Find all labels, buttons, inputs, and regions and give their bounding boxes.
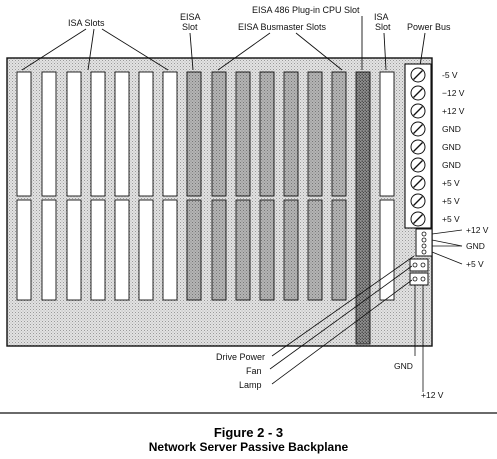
eisa-busmaster-slot-3-lower — [259, 199, 275, 301]
eisa-busmaster-slot-2-lower — [235, 199, 251, 301]
screw-terminal-4 — [410, 121, 426, 137]
fan-connector — [409, 258, 429, 272]
cpu-slot-label: EISA 486 Plug-in CPU Slot — [252, 5, 360, 15]
isa-slot-7-lower — [162, 199, 178, 301]
pin-label-2: −12 V — [442, 88, 465, 98]
eisa-busmaster-slot-group — [211, 71, 347, 301]
isa-end-slot-upper — [379, 71, 395, 197]
screw-terminal-1 — [410, 67, 426, 83]
isa-slot-4-lower — [90, 199, 106, 301]
isa-slot-5-upper — [114, 71, 130, 197]
figure-number: Figure 2 - 3 — [213, 425, 284, 440]
bottom-leader-lines — [269, 255, 424, 392]
eisa-busmaster-slot-1-lower — [211, 199, 227, 301]
eisa-busmaster-slot-1-upper — [211, 71, 227, 197]
eisa-busmaster-slot-4-lower — [283, 199, 299, 301]
eisa-slot-upper — [186, 71, 202, 197]
isa-slot-6-lower — [138, 199, 154, 301]
pin-label-1: -5 V — [442, 70, 458, 80]
lamp-label: Lamp — [239, 380, 262, 390]
pin-label-3: +12 V — [442, 106, 465, 116]
screw-terminal-7 — [410, 175, 426, 191]
isa-slot-2-upper — [41, 71, 57, 197]
screw-terminal-6 — [410, 157, 426, 173]
lamp-connector — [409, 272, 429, 286]
pin-label-4: GND — [442, 124, 461, 134]
eisa-slot-label-line2: Slot — [182, 22, 198, 32]
isa-slot-3-upper — [66, 71, 82, 197]
fan-gnd-label: GND — [394, 361, 413, 371]
figure-title: Network Server Passive Backplane — [148, 440, 349, 454]
eisa-busmaster-slots-label: EISA Busmaster Slots — [238, 22, 327, 32]
isa-slot-6-upper — [138, 71, 154, 197]
top-leader-lines — [21, 16, 426, 71]
isa-slot-5-lower — [114, 199, 130, 301]
screw-terminal-2 — [410, 85, 426, 101]
power-bus-label: Power Bus — [407, 22, 451, 32]
screw-terminal-8 — [410, 193, 426, 209]
fan-label: Fan — [246, 366, 262, 376]
power-bus-screws — [410, 67, 426, 227]
isa-slot-label-line1: ISA — [374, 12, 389, 22]
screw-terminal-9 — [410, 211, 426, 227]
isa-end-slot-lower — [379, 199, 395, 301]
eisa-busmaster-slot-6-lower — [331, 199, 347, 301]
eisa-slot-group — [186, 71, 202, 301]
drive-power-connector — [415, 228, 433, 257]
eisa-busmaster-slot-5-upper — [307, 71, 323, 197]
isa-slot-1-lower — [16, 199, 32, 301]
pin-label-8: +5 V — [442, 196, 460, 206]
isa-slot-1-upper — [16, 71, 32, 197]
screw-terminal-3 — [410, 103, 426, 119]
eisa-busmaster-slot-6-upper — [331, 71, 347, 197]
isa-slot-4-upper — [90, 71, 106, 197]
fan-12v-label: +12 V — [421, 390, 444, 400]
isa-slot-7-upper — [162, 71, 178, 197]
isa-slots-label: ISA Slots — [68, 18, 105, 28]
cpu-slot — [355, 71, 371, 345]
power-bus-labels: -5 V −12 V +12 V GND GND GND +5 V +5 V +… — [442, 70, 465, 224]
isa-end-slot-group — [379, 71, 395, 301]
connector-label-gnd: GND — [466, 241, 485, 251]
isa-slot-group — [16, 71, 178, 301]
isa-slot-3-lower — [66, 199, 82, 301]
isa-slot-2-lower — [41, 199, 57, 301]
eisa-busmaster-slot-2-upper — [235, 71, 251, 197]
connector-label-5v: +5 V — [466, 259, 484, 269]
eisa-busmaster-slot-3-upper — [259, 71, 275, 197]
eisa-busmaster-slot-4-upper — [283, 71, 299, 197]
connector-label-12v: +12 V — [466, 225, 489, 235]
isa-slot-label-line2: Slot — [375, 22, 391, 32]
backplane-diagram: ISA Slots EISA Slot EISA Busmaster Slots… — [0, 5, 497, 414]
drive-power-label: Drive Power — [216, 352, 265, 362]
pin-label-6: GND — [442, 160, 461, 170]
pin-label-7: +5 V — [442, 178, 460, 188]
pin-label-5: GND — [442, 142, 461, 152]
eisa-slot-label-line1: EISA — [180, 12, 201, 22]
connector-leader-lines — [431, 229, 463, 265]
eisa-busmaster-slot-5-lower — [307, 199, 323, 301]
screw-terminal-5 — [410, 139, 426, 155]
eisa-slot-lower — [186, 199, 202, 301]
pin-label-9: +5 V — [442, 214, 460, 224]
